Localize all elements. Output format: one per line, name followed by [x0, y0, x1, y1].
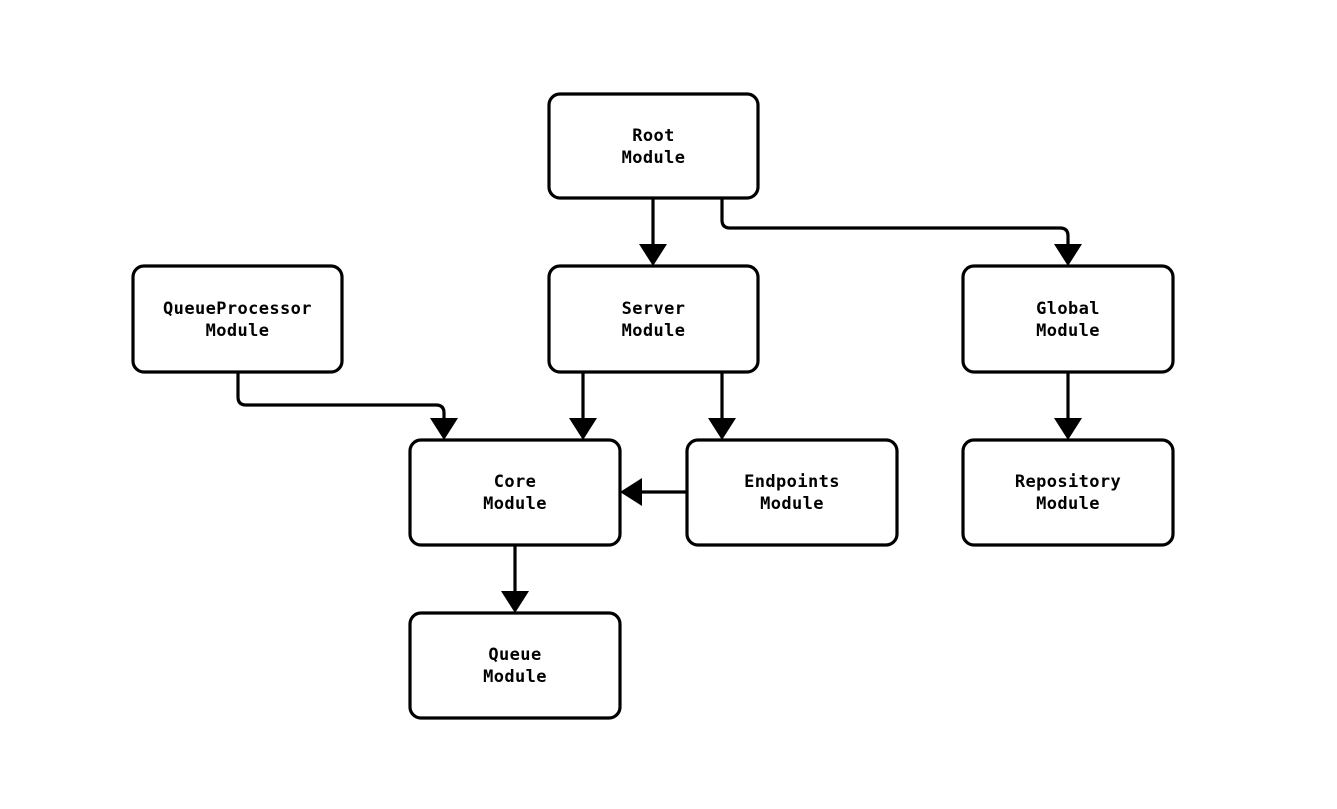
edge-root-server [639, 198, 667, 266]
node-server-label-line2: Module [622, 321, 686, 341]
node-root-label-line2: Module [622, 148, 686, 168]
node-core-label-line2: Module [483, 494, 547, 514]
node-endpoints[interactable]: Endpoints Module [685, 438, 899, 547]
edge-global-repository [1054, 372, 1082, 440]
node-core[interactable]: Core Module [408, 438, 622, 547]
arrowhead-down-icon [708, 418, 736, 440]
node-queue-box[interactable] [408, 611, 622, 720]
node-core-label-line1: Core [494, 472, 537, 492]
edge-endpoints-core [620, 478, 687, 506]
node-repository-label-line2: Module [1036, 494, 1100, 514]
node-queueprocessor-box[interactable] [131, 264, 344, 374]
node-queueprocessor-label-line1: QueueProcessor [163, 299, 312, 319]
edge-root-global [720, 198, 1082, 266]
node-queueprocessor[interactable]: QueueProcessor Module [131, 264, 344, 374]
edge-core-queue [501, 545, 529, 613]
node-queue-label-line1: Queue [488, 645, 541, 665]
node-repository-label-line1: Repository [1015, 472, 1121, 492]
arrowhead-down-icon [1054, 418, 1082, 440]
node-core-box[interactable] [408, 438, 622, 547]
node-global[interactable]: Global Module [961, 264, 1175, 374]
node-queue-label-line2: Module [483, 667, 547, 687]
edge-root-global-line [720, 198, 1070, 252]
node-root-label-line1: Root [632, 126, 675, 146]
node-queueprocessor-label-line2: Module [206, 321, 270, 341]
edge-queueprocessor-core-line [236, 372, 446, 426]
edge-server-core [569, 372, 597, 440]
arrowhead-down-icon [501, 591, 529, 613]
node-endpoints-label-line1: Endpoints [744, 472, 840, 492]
arrowhead-down-icon [430, 418, 458, 440]
node-server-box[interactable] [547, 264, 760, 374]
arrowhead-left-icon [620, 478, 642, 506]
node-server-label-line1: Server [622, 299, 686, 319]
node-global-label-line1: Global [1036, 299, 1100, 319]
arrowhead-down-icon [569, 418, 597, 440]
edge-layer [236, 198, 1082, 613]
node-queue[interactable]: Queue Module [408, 611, 622, 720]
node-repository-box[interactable] [961, 438, 1175, 547]
node-layer: Root Module QueueProcessor Module Server… [131, 92, 1175, 720]
arrowhead-down-icon [1054, 244, 1082, 266]
node-server[interactable]: Server Module [547, 264, 760, 374]
node-endpoints-box[interactable] [685, 438, 899, 547]
edge-server-endpoints [708, 372, 736, 440]
node-global-box[interactable] [961, 264, 1175, 374]
arrowhead-down-icon [639, 244, 667, 266]
node-repository[interactable]: Repository Module [961, 438, 1175, 547]
edge-queueprocessor-core [236, 372, 458, 440]
node-endpoints-label-line2: Module [760, 494, 824, 514]
node-root-box[interactable] [547, 92, 760, 200]
node-root[interactable]: Root Module [547, 92, 760, 200]
node-global-label-line2: Module [1036, 321, 1100, 341]
